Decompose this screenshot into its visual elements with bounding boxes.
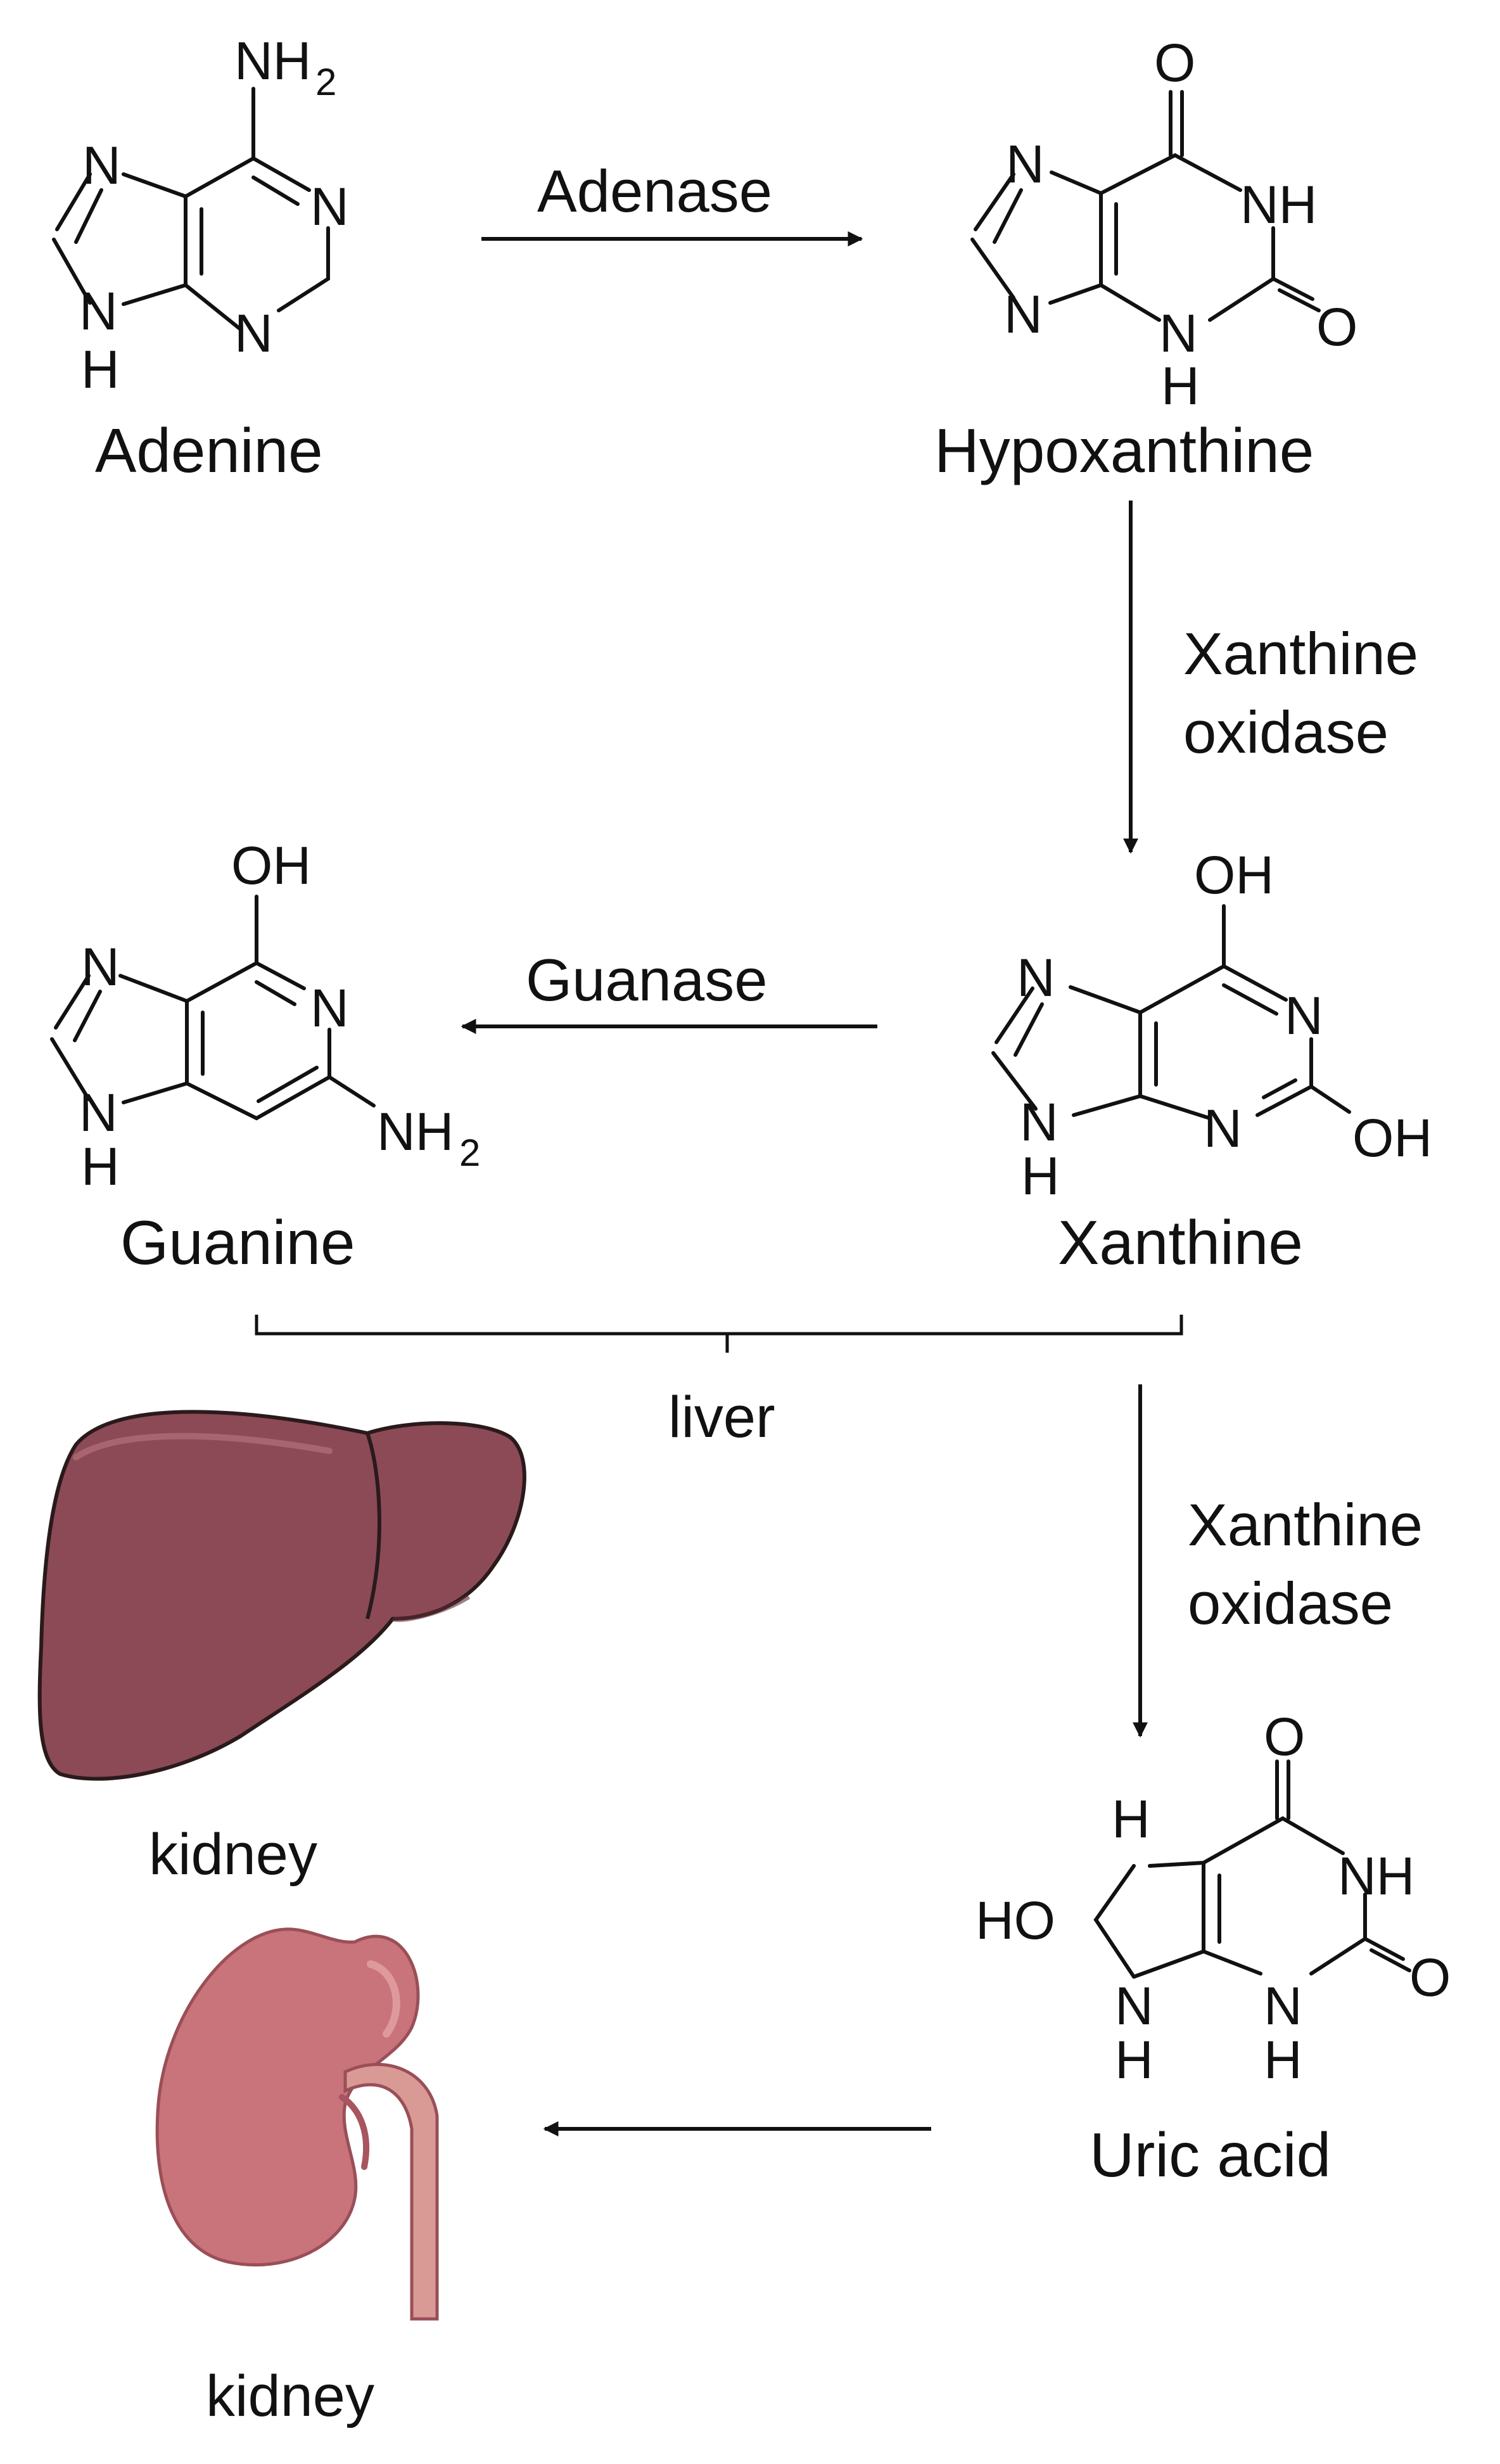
uric-acid-h3: H [1264, 2030, 1302, 2090]
adenine-n1: N [310, 177, 349, 236]
xanthine-n1: N [1285, 986, 1323, 1045]
adenine-label: Adenine [95, 416, 323, 485]
xanthine-label: Xanthine [1058, 1208, 1303, 1277]
reaction-arrows [461, 231, 1148, 2136]
guanine-h9: H [81, 1137, 120, 1196]
xanthine-oh2: OH [1352, 1108, 1432, 1168]
adenine-n7: N [82, 136, 121, 195]
uric-acid-ho: HO [976, 1891, 1055, 1950]
xanthine-h9: H [1021, 1146, 1060, 1206]
uric-acid-nh1: NH [1338, 1846, 1414, 1906]
uric-acid-n9: N [1115, 1976, 1154, 2036]
guanine-oh: OH [231, 836, 311, 895]
xanthine-n3: N [1204, 1099, 1242, 1158]
xanthine-n9: N [1020, 1092, 1058, 1152]
guanine-nh2: NH [377, 1102, 454, 1161]
xanthine-structure: OH N N N H N OH [991, 845, 1432, 1206]
guanine-structure: OH N N N H NH 2 [50, 836, 480, 1196]
xanthine-oh6: OH [1194, 845, 1274, 905]
uric-acid-h9: H [1115, 2030, 1154, 2090]
adenine-n9: N [79, 281, 118, 341]
liver-illustration [37, 1410, 526, 1781]
guanine-n1: N [310, 978, 349, 1038]
uric-acid-o2: O [1409, 1948, 1451, 2007]
adenine-h9: H [81, 340, 120, 399]
xanthine-n7: N [1017, 948, 1055, 1007]
hypoxanthine-n3: N [1159, 303, 1198, 363]
hypoxanthine-n9: N [1004, 284, 1043, 344]
uric-acid-o6: O [1264, 1707, 1305, 1766]
adenine-nh2-sub: 2 [315, 61, 336, 103]
adenine-nh2: NH [234, 31, 311, 91]
kidney-illustration [155, 1927, 439, 2321]
xanthine-oxidase-label-2: Xanthine oxidase [1188, 1491, 1423, 1637]
uric-acid-structure: H O NH HO N H N H O [976, 1707, 1451, 2090]
hypoxanthine-nh1: NH [1240, 175, 1317, 234]
xanthine-oxidase-label-1: Xanthine oxidase [1183, 620, 1419, 766]
guanine-n7: N [81, 937, 120, 997]
adenase-label: Adenase [537, 158, 773, 224]
guanine-label: Guanine [120, 1208, 355, 1277]
adenine-structure: N N N N H NH 2 [52, 31, 349, 399]
hypoxanthine-label: Hypoxanthine [934, 416, 1314, 485]
uric-acid-label: Uric acid [1090, 2120, 1332, 2190]
guanase-label: Guanase [526, 947, 768, 1013]
kidney-label-1: kidney [149, 1822, 317, 1887]
uric-acid-h: H [1112, 1789, 1150, 1849]
uric-acid-n3: N [1264, 1976, 1302, 2036]
hypoxanthine-n7: N [1006, 134, 1045, 194]
kidney-label-2: kidney [206, 2364, 374, 2429]
liver-bracket [255, 1315, 1183, 1353]
hypoxanthine-o6: O [1154, 33, 1195, 93]
guanine-nh2-sub: 2 [459, 1132, 480, 1174]
hypoxanthine-o2: O [1316, 297, 1357, 357]
hypoxanthine-structure: N N O NH N H O [970, 33, 1357, 416]
liver-label: liver [668, 1385, 775, 1450]
adenine-n3: N [234, 303, 273, 363]
guanine-n9: N [79, 1083, 118, 1142]
hypoxanthine-h3: H [1161, 356, 1200, 416]
